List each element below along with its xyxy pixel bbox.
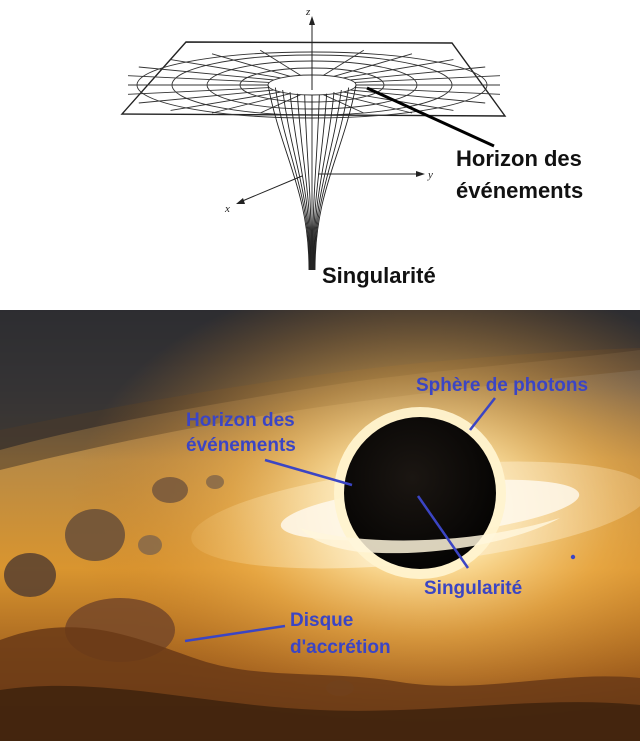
grid-radial-line [354, 87, 501, 95]
asteroid [206, 475, 224, 489]
grid-radial-line [323, 94, 364, 114]
photon-sphere-label: Sphère de photons [416, 375, 588, 396]
spacetime-funnel-diagram: z y x Horizon des événements Singularité [0, 0, 640, 310]
photon-sphere-leader [469, 397, 496, 431]
event-horizon [344, 417, 496, 569]
throat-line [312, 93, 328, 271]
asteroid [152, 477, 188, 503]
asteroid [65, 509, 125, 561]
grid-radial-line [138, 66, 274, 81]
horizon-leader-line [366, 86, 495, 148]
illustration-svg: Sphère de photons Horizon des événements… [0, 310, 640, 741]
x-axis [239, 175, 303, 203]
horizon-label-line2: événements [456, 178, 583, 203]
grid-radial-line [354, 75, 501, 83]
throat-line [314, 87, 350, 271]
throat-line [313, 92, 335, 271]
horizon-label-line1: Horizon des [456, 146, 582, 171]
x-axis-label: x [224, 203, 230, 215]
grid-radial-line [170, 91, 281, 111]
y-axis-label: y [427, 169, 433, 181]
throat-line [304, 94, 312, 271]
singularity-leader [416, 495, 470, 569]
grid-radial-line [350, 66, 486, 81]
grid-radial-line [323, 49, 365, 76]
grid-radial-line [343, 59, 454, 79]
grid-radial-line [259, 49, 301, 76]
throat-line [282, 89, 311, 271]
radial-grid [127, 49, 501, 114]
black-hole-illustration: Sphère de photons Horizon des événements… [0, 310, 640, 741]
grid-radial-line [260, 94, 301, 114]
foreground-dust-dark [0, 685, 640, 741]
x-axis-arrow [236, 198, 245, 204]
singularity-label: Singularité [322, 263, 436, 288]
horizon-label-line2: événements [186, 435, 296, 456]
throat-line [267, 84, 310, 271]
singularity-label: Singularité [424, 578, 522, 599]
accretion-disk-label-line2: d'accrétion [290, 637, 391, 658]
asteroid [4, 553, 56, 597]
asteroid [138, 535, 162, 555]
spacetime-plane [120, 41, 507, 117]
z-axis-arrow [309, 16, 315, 25]
throat-line [274, 87, 310, 271]
accretion-disk-label-line1: Disque [290, 610, 353, 631]
throat-line [312, 94, 320, 271]
grid-radial-line [127, 87, 270, 95]
z-axis-label: z [305, 6, 311, 18]
grid-radial-line [127, 75, 270, 83]
throat-line [289, 92, 311, 271]
throat-line [296, 93, 312, 271]
horizon-label-line1: Horizon des [186, 410, 295, 431]
grid-radial-line [138, 89, 274, 104]
throat-line [313, 89, 342, 271]
marker-dot [570, 554, 576, 560]
disk-front [300, 518, 560, 554]
funnel-throat [267, 84, 357, 271]
grid-radial-line [170, 59, 281, 79]
accretion-disk-leader [184, 624, 286, 643]
funnel-svg: z y x Horizon des événements Singularité [120, 6, 583, 288]
horizon-leader [264, 458, 353, 487]
y-axis-arrow [416, 171, 425, 177]
